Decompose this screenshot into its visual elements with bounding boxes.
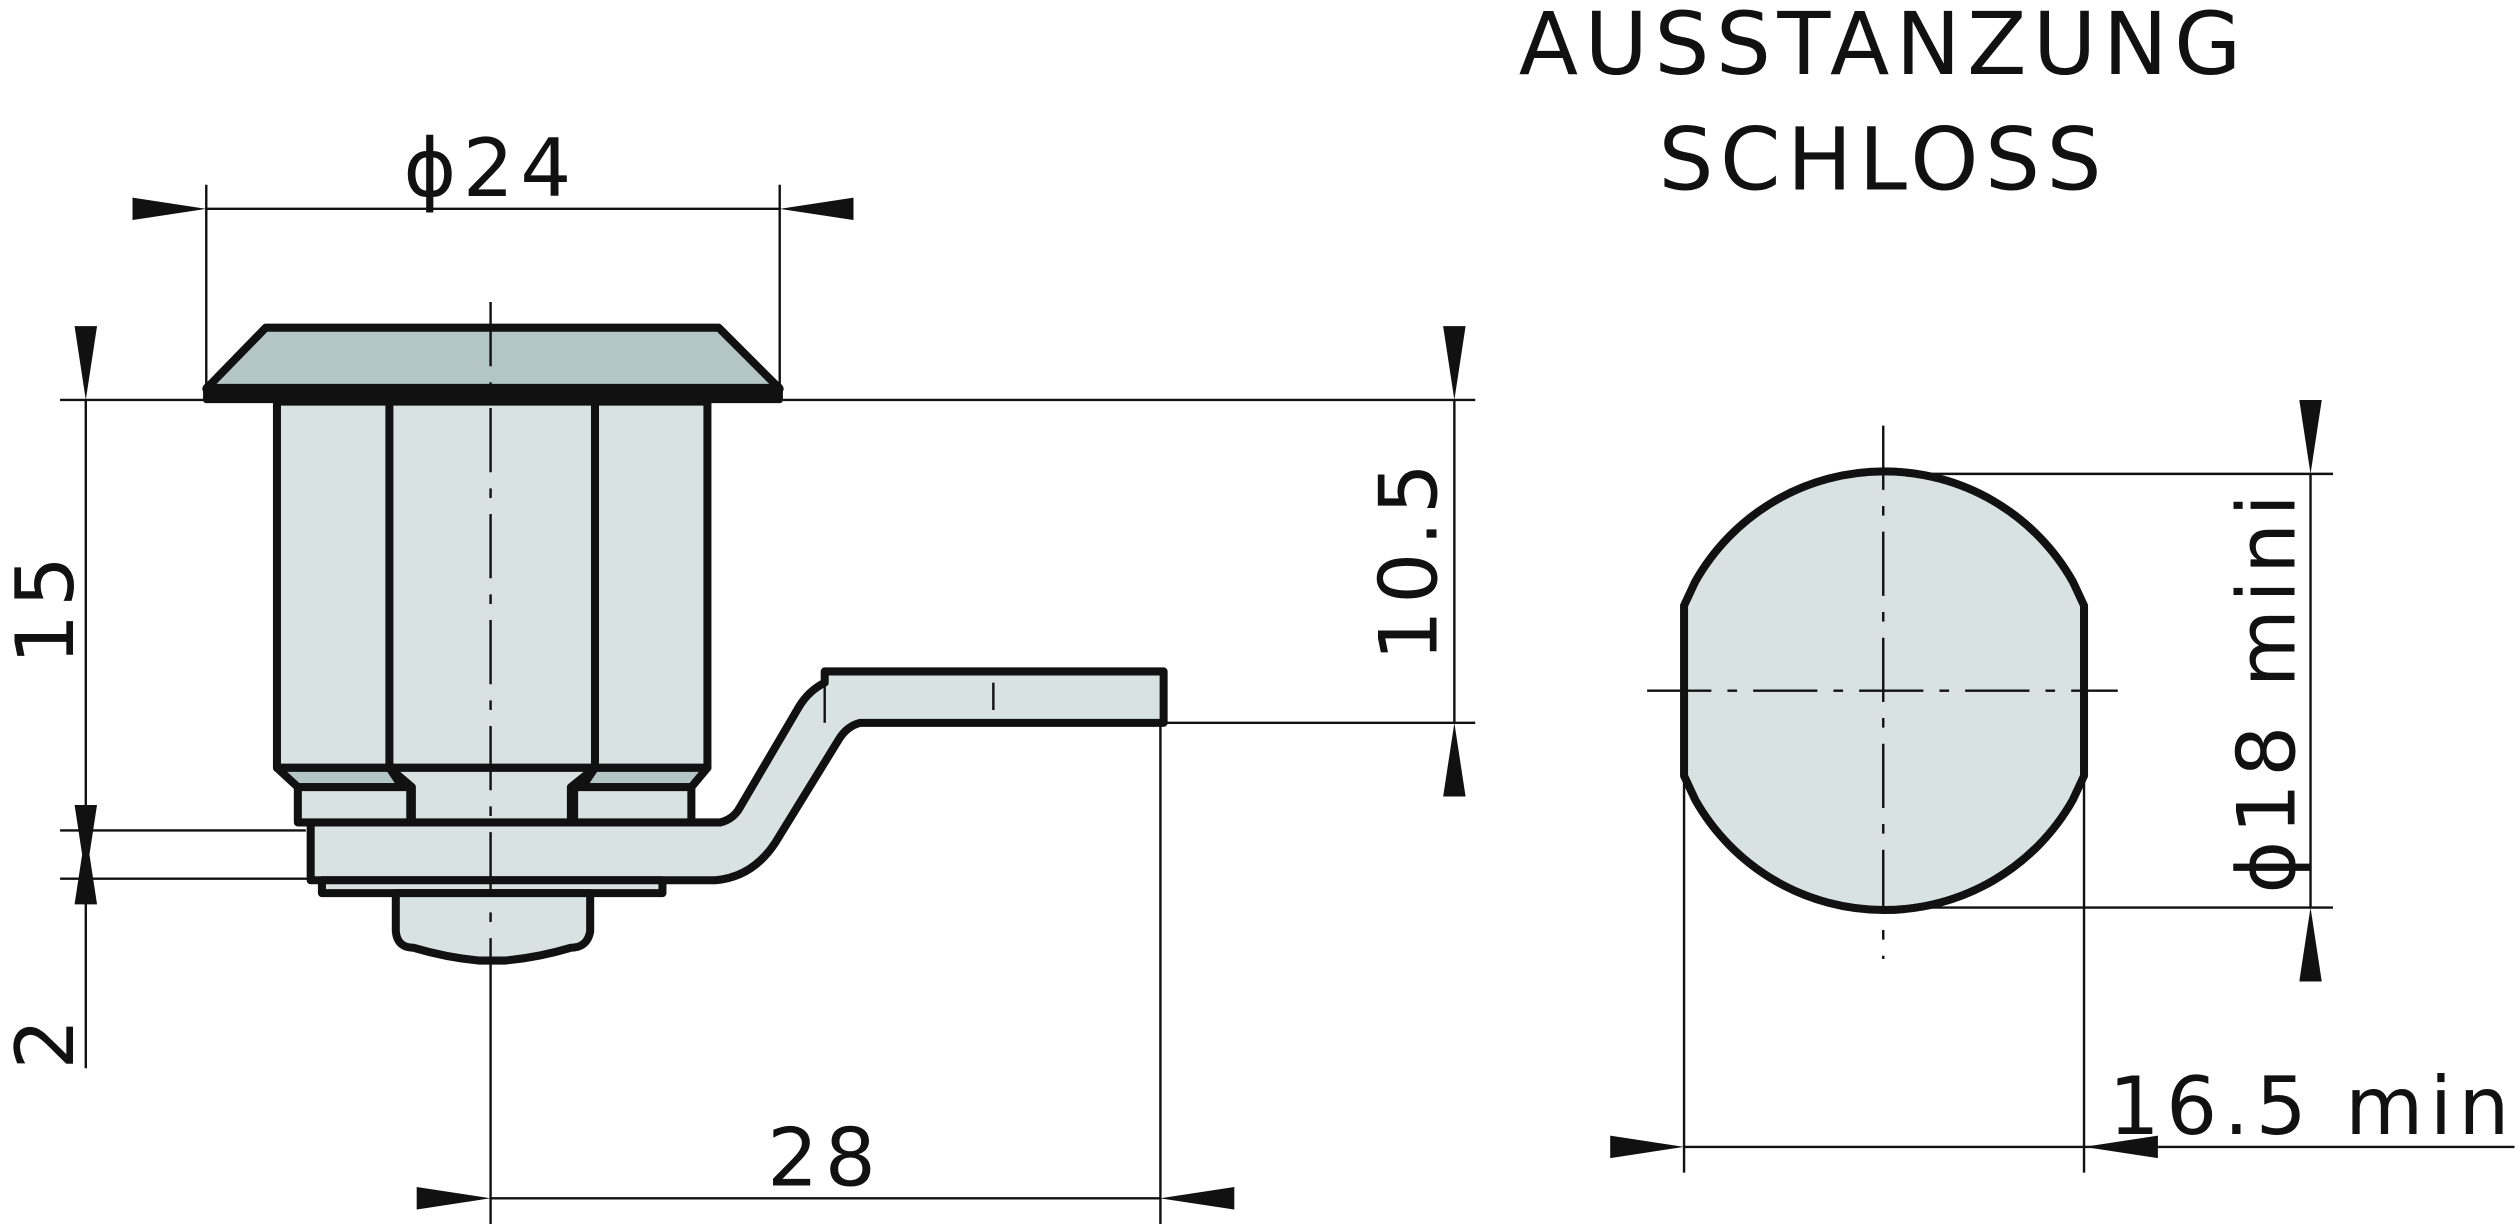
label-body-height: 15 [0, 550, 92, 665]
label-flange-diameter: ϕ24 [403, 121, 577, 215]
title-line-1: AUSSTANZUNG [1519, 0, 2248, 95]
dimension-cutout-width: 16.5 mini [1610, 775, 2520, 1173]
title-line-2: SCHLOSS [1659, 110, 2108, 211]
label-cam-height: 10.5 [1362, 457, 1456, 662]
dimension-cam-height: 10.5 [782, 326, 1476, 797]
cutout-profile [1647, 425, 2118, 959]
dimension-flange-diameter: ϕ24 [132, 121, 854, 386]
label-lower-height: 2 [0, 1012, 92, 1070]
cam-lock-side-view [202, 301, 1168, 1224]
dimension-cam-length: 28 [416, 722, 1235, 1224]
dimension-lower-height: 2 [0, 804, 98, 1070]
label-cutout-width: 16.5 mini [2109, 1059, 2520, 1153]
dimension-cutout-diameter: ϕ18 mini [1883, 399, 2334, 982]
dimension-body-height: 15 [0, 326, 311, 905]
label-cutout-diameter: ϕ18 mini [2219, 488, 2313, 894]
label-cam-length: 28 [767, 1110, 882, 1204]
